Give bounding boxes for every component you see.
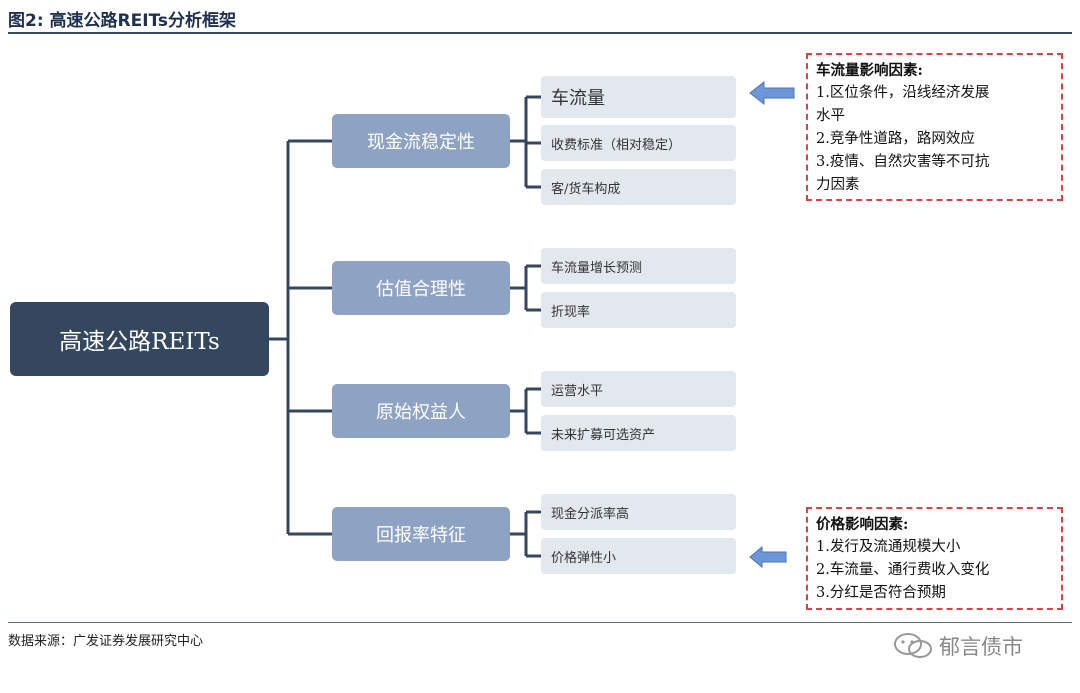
leaf-node: 现金分派率高 xyxy=(541,494,736,530)
category-node: 回报率特征 xyxy=(332,507,510,561)
note-line: 2.竞争性道路，路网效应 xyxy=(816,131,975,147)
note-line: 力因素 xyxy=(816,177,860,193)
note-line: 3.疫情、自然灾害等不可抗 xyxy=(816,154,990,170)
leaf-node: 价格弹性小 xyxy=(541,538,736,574)
cat4-branch-line xyxy=(510,510,541,558)
root-node: 高速公路REITs xyxy=(10,302,269,376)
cat2-branch-line xyxy=(510,264,541,312)
leaf-node: 收费标准（相对稳定） xyxy=(541,125,736,161)
leaf-node: 车流量增长预测 xyxy=(541,248,736,284)
leaf-node: 客/货车构成 xyxy=(541,169,736,205)
top-rule xyxy=(8,32,1072,34)
cat3-branch-line xyxy=(510,387,541,435)
cat1-branch-line xyxy=(510,95,541,189)
category-node: 估值合理性 xyxy=(332,261,510,315)
note-title: 价格影响因素: xyxy=(816,516,909,533)
source-note: 数据来源：广发证券发展研究中心 xyxy=(8,634,204,649)
wechat-icon xyxy=(894,633,932,658)
note-line: 1.发行及流通规模大小 xyxy=(816,539,961,555)
factor-note-box: 价格影响因素: 1.发行及流通规模大小 2.车流量、通行费收入变化 3.分红是否… xyxy=(806,507,1063,610)
root-branch-line xyxy=(269,139,332,536)
watermark: 郁言债市 xyxy=(893,631,1023,661)
bottom-rule xyxy=(8,622,1072,623)
left-arrow-icon xyxy=(749,545,787,569)
leaf-node: 车流量 xyxy=(541,76,736,118)
leaf-node: 未来扩募可选资产 xyxy=(541,415,736,451)
note-line: 3.分红是否符合预期 xyxy=(816,585,946,601)
note-line: 水平 xyxy=(816,108,845,124)
note-line: 1.区位条件，沿线经济发展 xyxy=(816,85,990,101)
watermark-text: 郁言债市 xyxy=(939,635,1023,659)
note-line: 2.车流量、通行费收入变化 xyxy=(816,562,990,578)
note-title: 车流量影响因素: xyxy=(816,62,923,79)
category-node: 原始权益人 xyxy=(332,384,510,438)
left-arrow-icon xyxy=(749,80,795,106)
leaf-node: 运营水平 xyxy=(541,371,736,407)
category-node: 现金流稳定性 xyxy=(332,114,510,168)
factor-note-box: 车流量影响因素: 1.区位条件，沿线经济发展 水平 2.竞争性道路，路网效应 3… xyxy=(806,53,1063,201)
figure-title: 图2: 高速公路REITs分析框架 xyxy=(8,11,237,31)
leaf-node: 折现率 xyxy=(541,292,736,328)
